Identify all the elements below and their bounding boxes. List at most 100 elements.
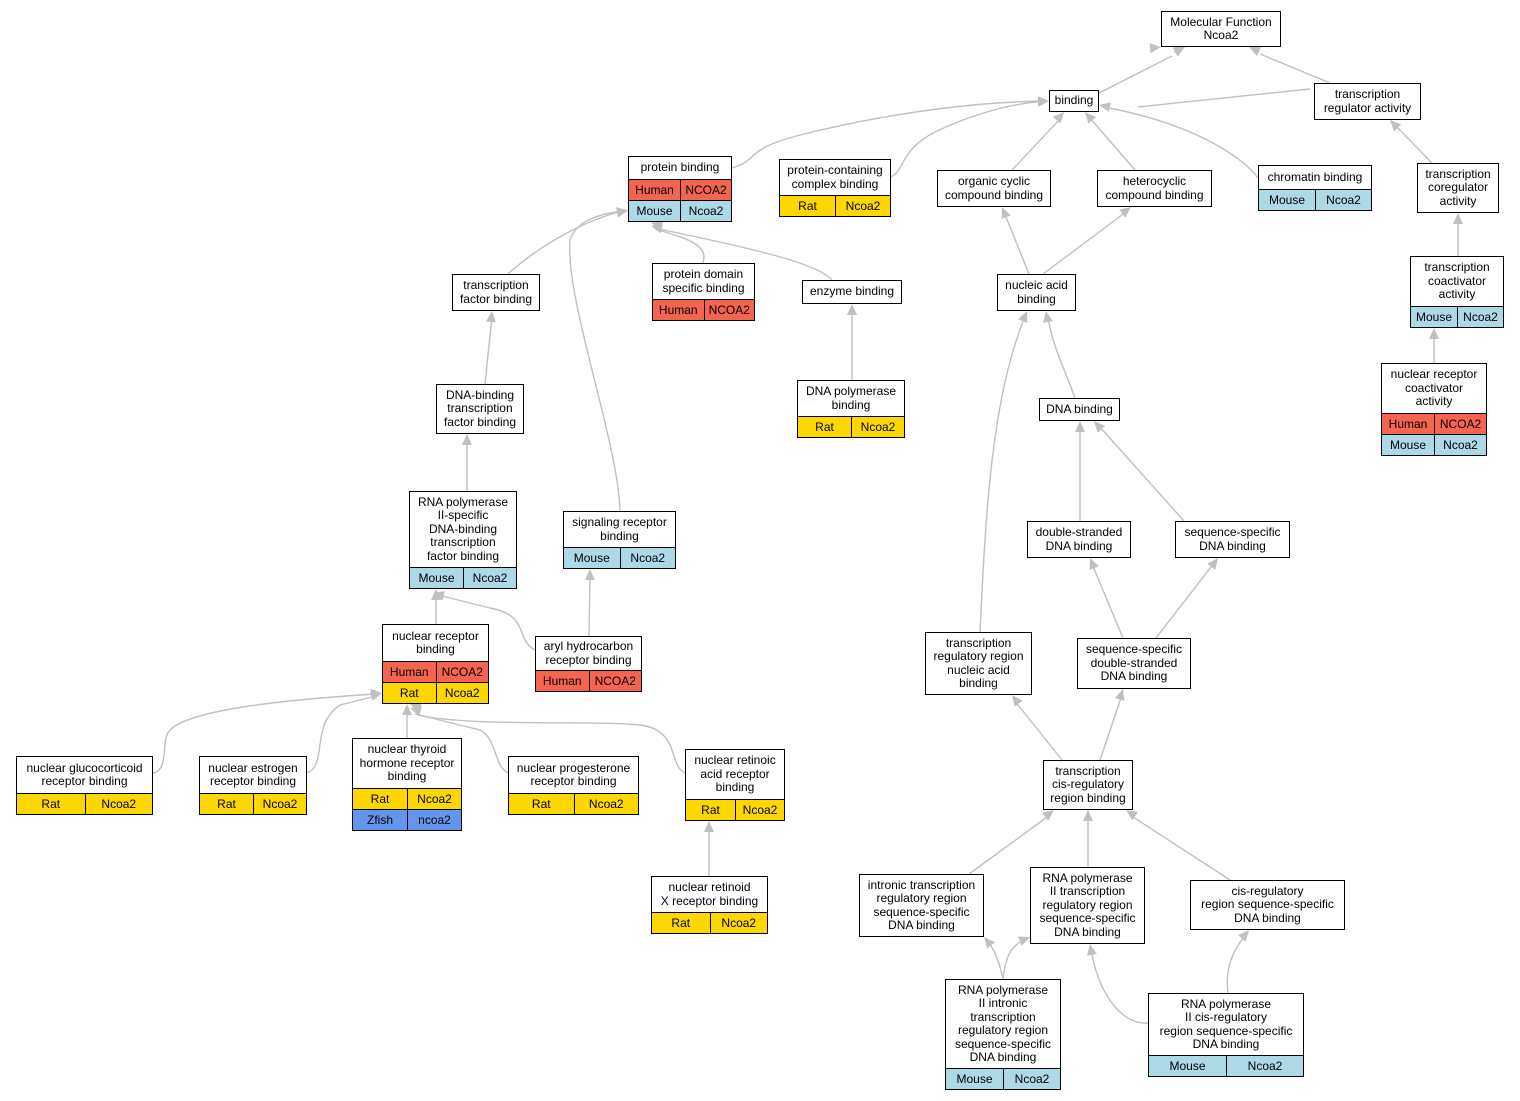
edge-arrowhead: [984, 937, 995, 949]
edge-srb: [568, 210, 624, 512]
go-term-node-tcrrb[interactable]: transcription cis-regulatory region bind…: [1043, 760, 1133, 810]
go-term-node-dbtfb[interactable]: DNA-binding transcription factor binding: [436, 384, 524, 434]
go-term-node-itrr[interactable]: intronic transcription regulatory region…: [859, 874, 984, 937]
edge-ahrb: [588, 574, 591, 637]
edge-arrowhead: [485, 311, 496, 323]
edge-arrowhead: [1042, 810, 1054, 821]
gene-cell: Ncoa2: [735, 800, 784, 820]
go-term-label: cis-regulatory region sequence-specific …: [1201, 883, 1334, 925]
go-term-label: RNA polymerase II intronic transcription…: [954, 982, 1052, 1064]
species-cell: Rat: [671, 916, 691, 930]
go-term-label: transcription factor binding: [459, 278, 533, 306]
go-term-node-tra[interactable]: transcription regulator activity: [1314, 83, 1421, 120]
go-term-node-mf[interactable]: Molecular Function Ncoa2: [1161, 11, 1281, 47]
edge-arrowhead: [1018, 311, 1028, 324]
edge-tfb: [507, 210, 624, 275]
go-term-node-dsdb[interactable]: double-stranded DNA binding: [1027, 521, 1131, 558]
edge-arrowhead: [1126, 810, 1138, 821]
gene-cell: NCOA2: [680, 180, 731, 200]
edge-arrowhead: [1094, 421, 1106, 433]
gene-cell: NCOA2: [435, 662, 489, 682]
gene-cell: Ncoa2: [709, 913, 768, 933]
go-term-node-nab[interactable]: nucleic acid binding: [997, 274, 1076, 311]
species-cell: Mouse: [1415, 310, 1453, 324]
species-cell: Mouse: [1169, 1059, 1206, 1073]
edge-arrowhead: [1037, 96, 1049, 107]
edge-arrowhead: [651, 223, 663, 234]
gene-cell: ncoa2: [407, 810, 461, 830]
go-term-label: DNA polymerase binding: [805, 384, 897, 412]
go-term-label: nuclear receptor binding: [392, 628, 479, 656]
gene-cell: Ncoa2: [619, 548, 676, 568]
edge-db: [1047, 316, 1076, 399]
go-term-node-rnap2trr[interactable]: RNA polymerase II transcription regulato…: [1030, 867, 1145, 944]
edge-arrowhead: [1390, 120, 1402, 132]
go-term-node-occb[interactable]: organic cyclic compound binding: [937, 170, 1051, 207]
go-term-node-ssdsdb[interactable]: sequence-specific double-stranded DNA bi…: [1077, 638, 1191, 689]
edge-arrowhead: [1017, 936, 1030, 946]
edge-nab: [1003, 211, 1030, 275]
species-cell: Rat: [531, 797, 551, 811]
go-term-node-hcb[interactable]: heterocyclic compound binding: [1097, 170, 1212, 207]
go-term-node-tcra[interactable]: transcription coregulator activity: [1417, 163, 1499, 213]
go-term-node-ssdb[interactable]: sequence-specific DNA binding: [1175, 521, 1290, 558]
edge-arrowhead: [847, 304, 857, 315]
edge-arrowhead: [1089, 558, 1099, 571]
edge-arrowhead: [433, 590, 445, 601]
go-term-node-nthrb[interactable]: nuclear thyroid hormone receptor binding…: [352, 738, 462, 831]
go-term-node-eb[interactable]: enzyme binding: [802, 280, 902, 304]
gene-cell: Ncoa2: [1226, 1056, 1303, 1076]
edge-rnap2crr: [1226, 934, 1247, 994]
go-term-label: organic cyclic compound binding: [944, 174, 1044, 202]
go-term-node-rnap2crr[interactable]: RNA polymerase II cis-regulatory region …: [1148, 993, 1304, 1077]
go-term-node-db[interactable]: DNA binding: [1039, 398, 1120, 421]
edge-rnap2crr: [1090, 949, 1149, 1024]
go-term-label: nuclear retinoid X receptor binding: [660, 880, 759, 908]
gene-cell: NCOA2: [588, 671, 642, 691]
species-gene-row: Mouse Ncoa2: [1149, 1055, 1303, 1076]
go-term-label: transcription cis-regulatory region bind…: [1050, 763, 1126, 805]
edge-arrowhead: [1429, 328, 1439, 339]
go-term-label: transcription regulatory region nucleic …: [933, 635, 1024, 690]
go-term-node-tfb[interactable]: transcription factor binding: [452, 274, 540, 311]
species-cell: Human: [1388, 417, 1428, 431]
go-term-label: RNA polymerase II transcription regulato…: [1039, 870, 1136, 939]
edge-arrowhead: [616, 207, 628, 218]
species-cell: Mouse: [573, 551, 610, 565]
species-cell: Rat: [701, 803, 720, 817]
go-term-label: chromatin binding: [1267, 169, 1363, 184]
go-term-node-crrss[interactable]: cis-regulatory region sequence-specific …: [1190, 880, 1345, 930]
gene-cell: Ncoa2: [1315, 190, 1371, 210]
edge-arrowhead: [1114, 689, 1125, 702]
go-term-node-trrnab[interactable]: transcription regulatory region nucleic …: [925, 632, 1032, 695]
go-term-label: sequence-specific double-stranded DNA bi…: [1085, 642, 1183, 684]
go-term-node-rnap2[interactable]: RNA polymerase II-specific DNA-binding t…: [409, 491, 517, 589]
edge-tra: [1259, 53, 1331, 84]
go-term-node-binding[interactable]: binding: [1049, 90, 1099, 112]
go-term-node-rnap2itrr[interactable]: RNA polymerase II intronic transcription…: [945, 979, 1061, 1090]
gene-cell: Ncoa2: [1457, 307, 1503, 327]
